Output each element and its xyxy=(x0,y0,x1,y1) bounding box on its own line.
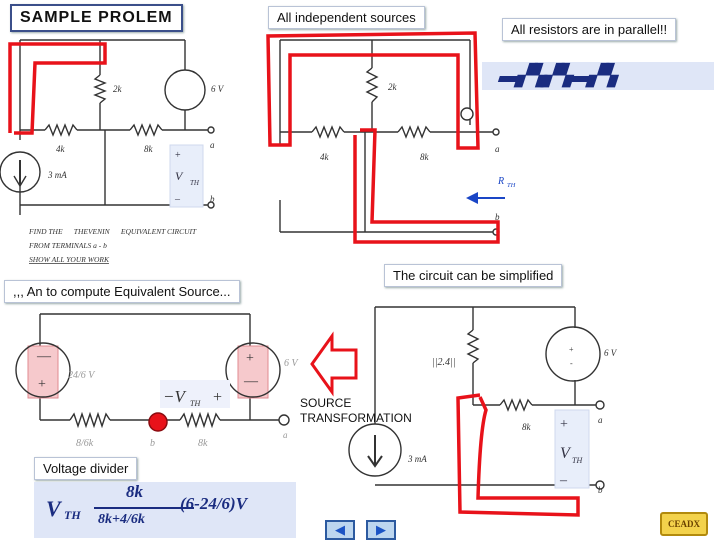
c1-vth-v: V xyxy=(175,169,184,183)
formula-bottom: 8k+4/6k xyxy=(98,512,145,527)
c4-source-i: 3 mA xyxy=(407,454,427,464)
c1-source-v: 6 V xyxy=(211,84,225,94)
c3-source-right: 6 V xyxy=(284,358,300,369)
c4-node-b: b xyxy=(598,485,603,495)
c2-node-a: a xyxy=(495,144,500,154)
c3-node-a: a xyxy=(283,430,288,440)
c1-vth-box xyxy=(169,144,204,208)
logo-button[interactable]: CEADX xyxy=(660,512,708,536)
c3-vth-label: −V xyxy=(163,387,187,406)
c3-node-b-dot xyxy=(148,412,168,432)
circuit-1-red-trace xyxy=(8,42,107,135)
next-arrow-icon: ▶ xyxy=(376,522,386,537)
c4-vth-minus: – xyxy=(559,473,568,488)
formula-rhs: (6-24/6)V xyxy=(180,494,248,513)
prev-arrow-icon: ◀ xyxy=(335,522,345,537)
source-transformation-line-2: TRANSFORMATION xyxy=(300,411,412,425)
c1-node-b: b xyxy=(210,194,215,204)
c4-cs-arrowhead-icon xyxy=(367,455,383,468)
formula-top: 8k xyxy=(126,482,143,501)
c1-node-a: a xyxy=(210,140,215,150)
c2-node-mark xyxy=(460,107,474,121)
c3-right-source-bg xyxy=(237,345,269,399)
formula-lhs: V xyxy=(46,496,61,521)
c1-r-left: 4k xyxy=(56,144,66,154)
voltage-divider-formula: 8k V TH 8k+4/6k (6-24/6)V xyxy=(34,482,296,538)
c2-r-top: 2k xyxy=(388,82,398,92)
next-slide-button[interactable]: ▶ xyxy=(366,520,396,540)
c4-vth-v: V xyxy=(560,445,572,462)
transformation-arrow-icon xyxy=(310,331,358,397)
c3-right-source xyxy=(225,342,281,398)
formula-lhs-sub: TH xyxy=(64,508,81,522)
rth-arrowhead-icon xyxy=(466,192,478,204)
source-transformation-label: SOURCE TRANSFORMATION xyxy=(300,396,412,426)
label-voltage-divider: Voltage divider xyxy=(34,457,138,480)
c3-source-left: 24/6 V xyxy=(68,370,96,381)
prev-slide-button[interactable]: ◀ xyxy=(325,520,355,540)
c3-node-b: b xyxy=(150,438,155,449)
c2-red-loop-inner xyxy=(353,128,500,244)
c4-vth-box xyxy=(554,409,590,489)
c4-vth-plus: + xyxy=(560,417,568,432)
c3-vth-sub: TH xyxy=(190,399,201,408)
c4-r-mid: 8k xyxy=(522,422,532,432)
formula-fraction-bar xyxy=(94,507,194,509)
c3-right-minus: — xyxy=(243,374,259,389)
c3-left-source xyxy=(15,342,71,398)
parallel-formula-scribble: ▬▞▚▞▚▬▞▚ xyxy=(496,65,620,87)
c1-vth-minus: – xyxy=(174,194,181,205)
problem-line-3: SHOW ALL YOUR WORK xyxy=(29,255,110,264)
c4-node-a: a xyxy=(598,415,603,425)
label-compute-equivalent: ,,, An to compute Equivalent Source... xyxy=(4,280,240,303)
c3-node-a-terminal xyxy=(278,414,290,426)
c2-red-loop-outer xyxy=(266,31,480,150)
c4-source-v: 6 V xyxy=(604,348,618,358)
c2-r-mid: 8k xyxy=(420,152,430,162)
c3-left-plus: + xyxy=(38,377,46,392)
c3-vth-plus: + xyxy=(213,389,222,406)
c4-r-parallel: ||2.4|| xyxy=(432,357,456,368)
c3-right-plus: + xyxy=(246,351,254,366)
c4-vth-sub: TH xyxy=(572,456,583,465)
c4-red-trace xyxy=(456,393,580,517)
c1-source-i: 3 mA xyxy=(47,170,67,180)
c2-node-b: b xyxy=(495,212,500,222)
c2-rth: R xyxy=(497,176,504,187)
c2-rth-sub: TH xyxy=(507,182,516,189)
c2-r-left: 4k xyxy=(320,152,330,162)
c4-vs-minus: - xyxy=(570,359,573,368)
c3-r-left: 8/6k xyxy=(76,438,94,449)
label-simplified: The circuit can be simplified xyxy=(384,264,563,287)
c1-vth-sub: TH xyxy=(190,179,200,187)
circuit-2 xyxy=(279,39,500,236)
c1-r-top: 2k xyxy=(113,84,123,94)
problem-line-1: FIND THE THEVENIN EQUIVALENT CIRCUIT xyxy=(28,227,197,236)
c1-vth-plus: + xyxy=(175,150,181,161)
slide-title: SAMPLE PROLEM xyxy=(10,4,183,32)
c3-left-source-bg xyxy=(27,345,59,399)
source-transformation-line-1: SOURCE xyxy=(300,396,352,410)
c1-r-mid: 8k xyxy=(144,144,154,154)
c4-voltage-source xyxy=(545,326,601,382)
label-independent-sources: All independent sources xyxy=(268,6,425,29)
c3-r-right: 8k xyxy=(198,438,208,449)
c3-left-minus: — xyxy=(36,349,52,364)
c3-vth-box xyxy=(160,380,230,408)
c4-vs-plus: + xyxy=(569,345,574,354)
parallel-formula-image xyxy=(482,62,714,90)
label-parallel: All resistors are in parallel!! xyxy=(502,18,677,41)
problem-line-2: FROM TERMINALS a - b xyxy=(28,241,107,250)
